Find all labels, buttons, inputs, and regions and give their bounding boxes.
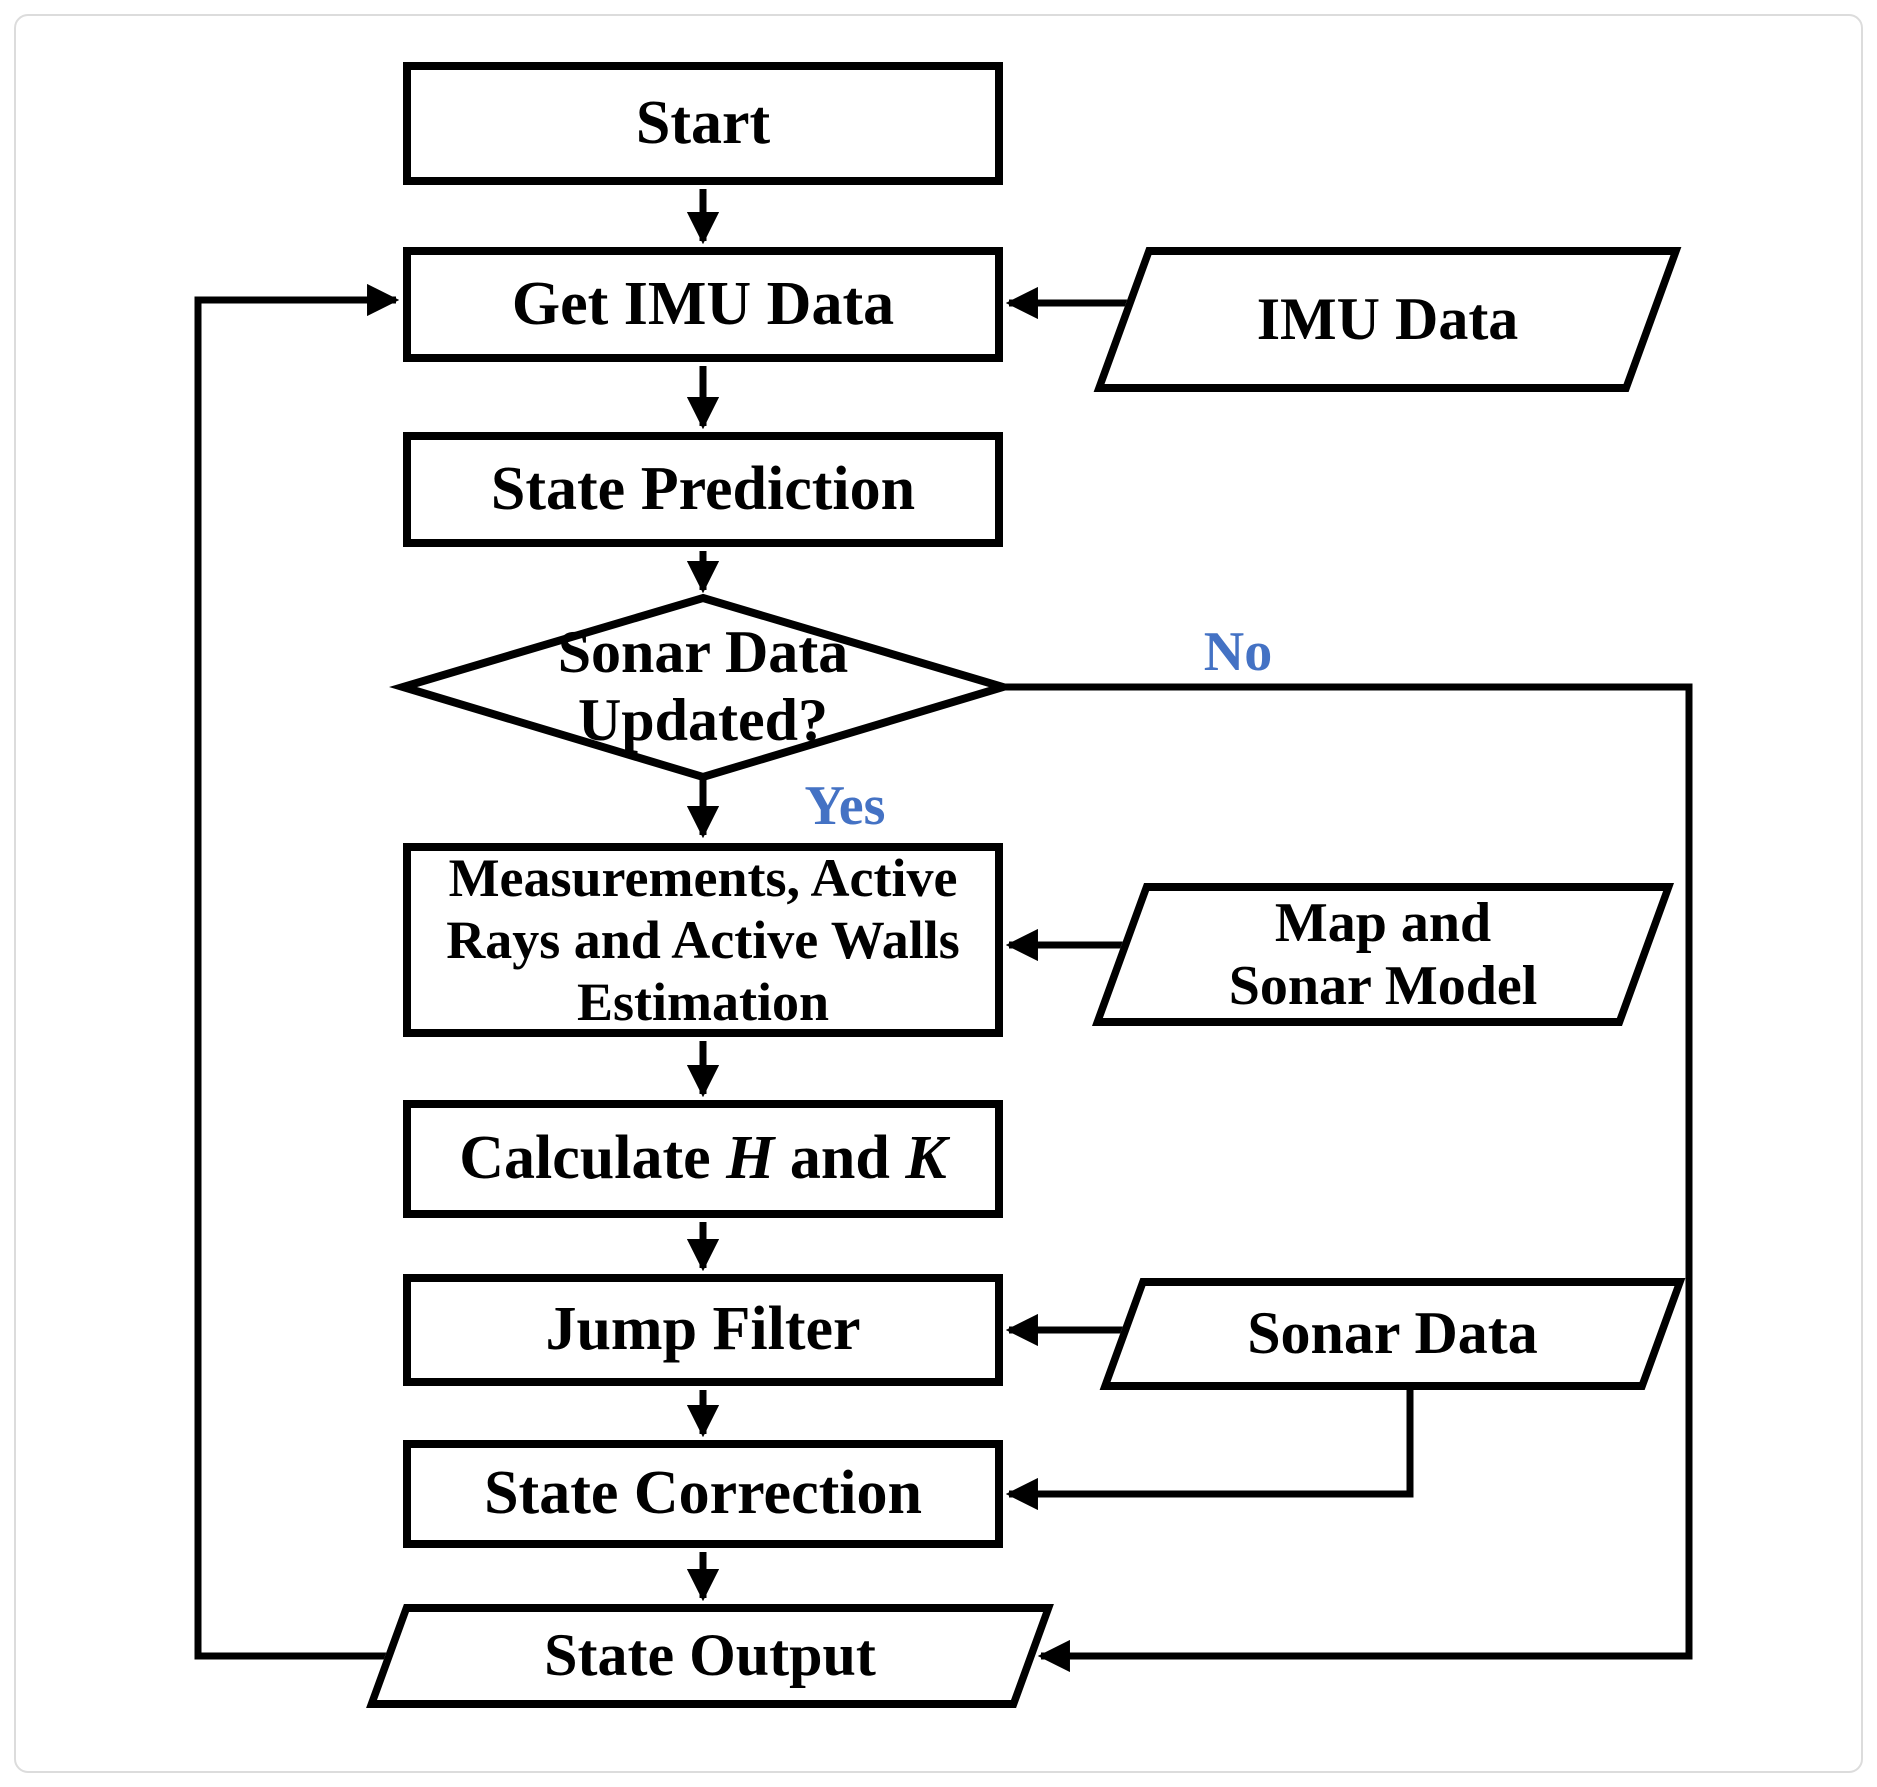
- calc-var-h: H: [726, 1124, 775, 1193]
- node-jump-filter-label: Jump Filter: [545, 1295, 861, 1364]
- node-calculate-h-k: Calculate H and K: [403, 1100, 1003, 1218]
- calc-middle: and: [774, 1124, 906, 1193]
- node-imu-data-label: IMU Data: [1256, 285, 1519, 352]
- node-state-correction-label: State Correction: [484, 1459, 922, 1528]
- node-sonar-data-label: Sonar Data: [1247, 1300, 1538, 1367]
- node-jump-filter: Jump Filter: [403, 1274, 1003, 1386]
- node-sonar-updated-decision: Sonar Data Updated?: [453, 612, 953, 762]
- node-state-prediction-label: State Prediction: [490, 454, 916, 523]
- edge-label-no: No: [1203, 621, 1273, 683]
- node-get-imu-data: Get IMU Data: [403, 247, 1003, 362]
- map-model-line1: Map and: [1274, 891, 1492, 954]
- node-state-output-label: State Output: [544, 1622, 876, 1689]
- decision-line1: Sonar Data: [557, 619, 849, 686]
- decision-line2: Updated?: [577, 687, 829, 753]
- node-sonar-data: Sonar Data: [1099, 1278, 1686, 1390]
- node-measurements-line3: Estimation: [576, 972, 830, 1033]
- map-model-line2: Sonar Model: [1228, 954, 1538, 1017]
- calc-var-k: K: [905, 1124, 947, 1193]
- edge-sonar-data-to-correction: [1005, 1386, 1414, 1511]
- node-start: Start: [403, 62, 1003, 185]
- node-measurements-line2: Rays and Active Walls: [446, 909, 960, 970]
- node-start-label: Start: [635, 88, 771, 157]
- node-get-imu-data-label: Get IMU Data: [511, 269, 895, 338]
- edge-decision-no-to-output: [1003, 683, 1693, 1673]
- node-state-correction: State Correction: [403, 1440, 1003, 1548]
- node-measurements-line1: Measurements, Active: [448, 847, 958, 908]
- node-calculate-h-k-label: Calculate H and K: [459, 1124, 946, 1193]
- node-imu-data: IMU Data: [1093, 247, 1682, 392]
- node-map-sonar-model: Map and Sonar Model: [1091, 883, 1675, 1026]
- calc-prefix: Calculate: [459, 1124, 727, 1193]
- node-map-sonar-model-label: Map and Sonar Model: [1118, 883, 1648, 1026]
- node-state-output: State Output: [366, 1604, 1054, 1708]
- node-measurements-estimation: Measurements, Active Rays and Active Wal…: [403, 843, 1003, 1037]
- decision-diamond-shape: [389, 593, 1017, 782]
- edge-output-loop-to-get-imu: [194, 283, 400, 1660]
- edge-label-yes: Yes: [804, 775, 886, 837]
- node-state-prediction: State Prediction: [403, 432, 1003, 547]
